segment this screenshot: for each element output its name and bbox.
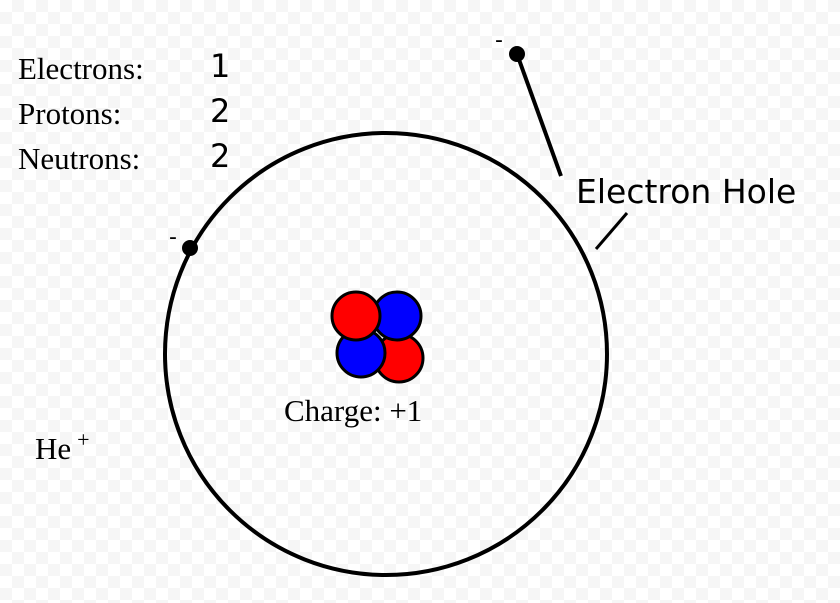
- ejected-electron-charge-sign: -: [495, 28, 503, 53]
- ion-charge-superscript: +: [77, 427, 89, 452]
- electrons-value: 1: [210, 47, 230, 85]
- electron-charge-sign: -: [169, 225, 177, 250]
- nucleus: [330, 290, 425, 384]
- neutrons-label: Neutrons:: [18, 141, 140, 176]
- electron-orbit: [163, 131, 609, 577]
- ion-symbol: He+: [35, 427, 90, 466]
- proton: [330, 290, 382, 342]
- hole-pointer-line: [594, 212, 629, 250]
- neutrons-value: 2: [210, 137, 230, 175]
- protons-label: Protons:: [18, 96, 121, 131]
- ion-element: He: [35, 431, 71, 466]
- ejection-path: [515, 53, 563, 177]
- electrons-label: Electrons:: [18, 51, 144, 86]
- protons-value: 2: [210, 92, 230, 130]
- charge-label: Charge: +1: [284, 393, 422, 428]
- particle-counts: Electrons: 1 Protons: 2 Neutrons: 2: [18, 47, 230, 176]
- electron-hole-label: Electron Hole: [576, 172, 796, 211]
- electron: [182, 240, 198, 256]
